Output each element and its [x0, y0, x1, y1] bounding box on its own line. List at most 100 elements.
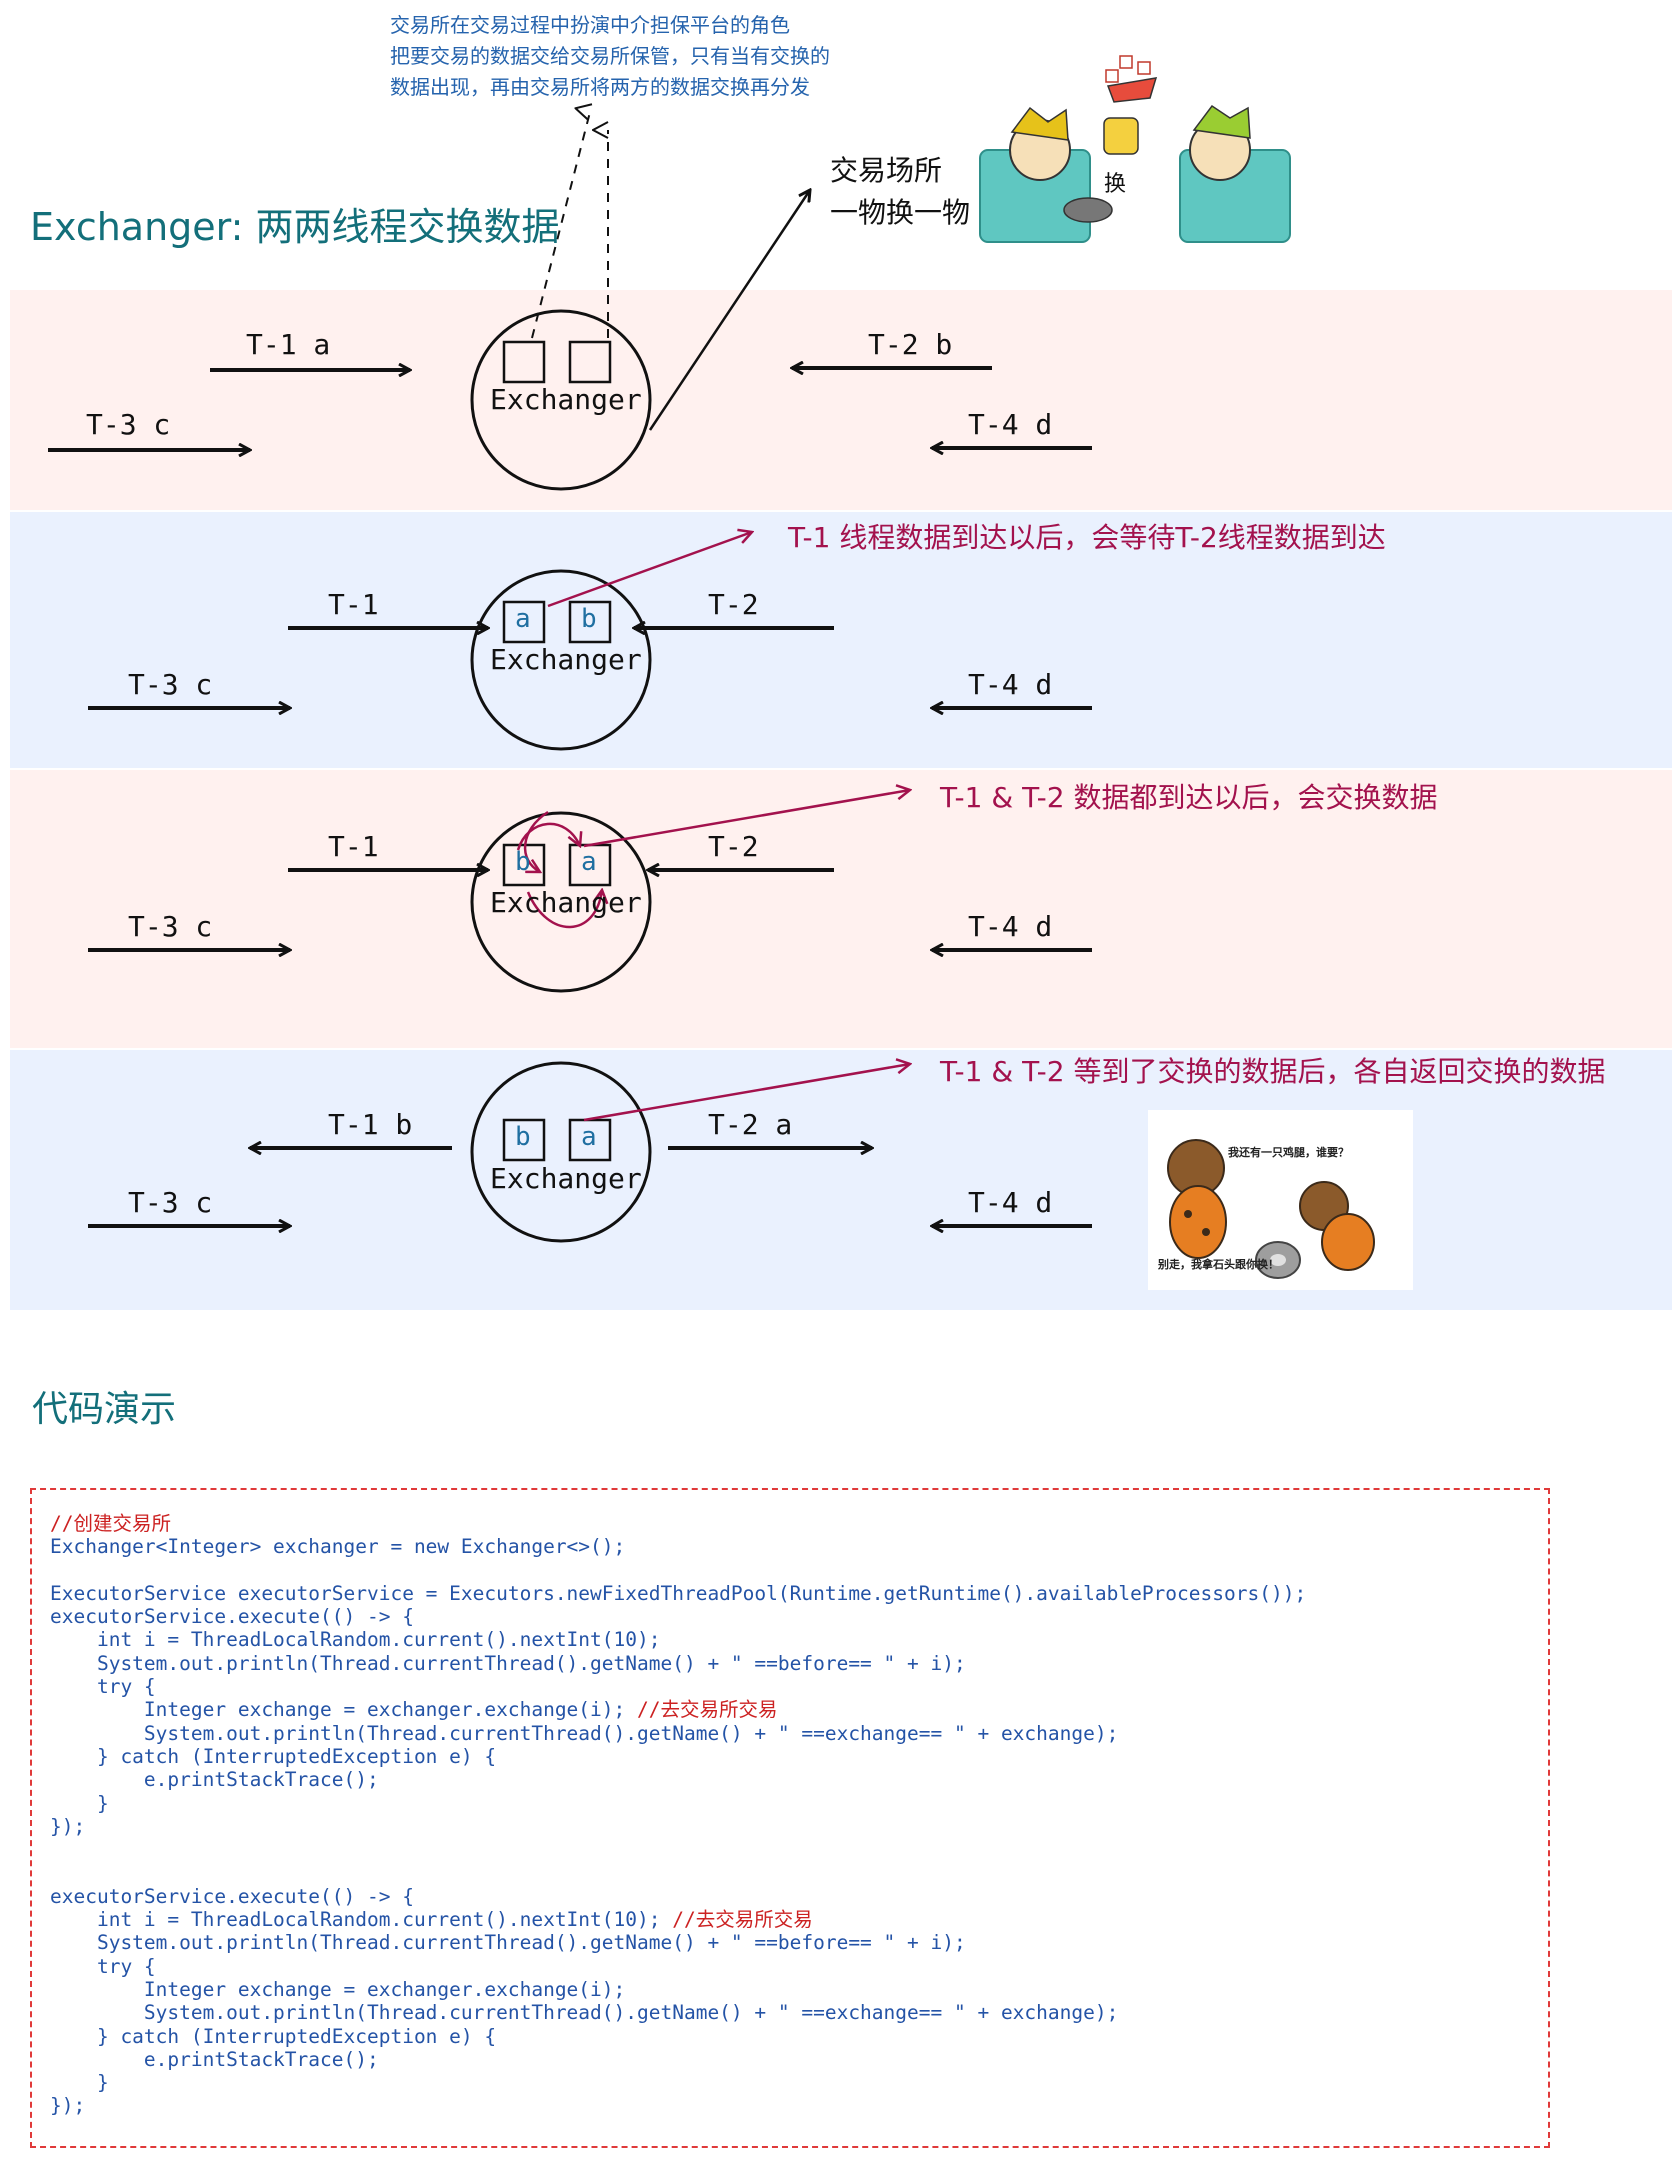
code-text: } [50, 1791, 109, 1815]
code-line: } [50, 2071, 1306, 2094]
exchanger-circle-1 [470, 309, 652, 491]
code-line [50, 1838, 1306, 1861]
page-title: Exchanger: 两两线程交换数据 [30, 205, 560, 249]
code-line [50, 1559, 1306, 1582]
market-arrow [648, 190, 810, 431]
code-comment: //去交易所交易 [672, 1908, 813, 1932]
exchanger-label-2: Exchanger [490, 643, 642, 676]
code-text: Integer exchange = exchanger.exchange(i)… [50, 1698, 637, 1722]
code-comment: //去交易所交易 [637, 1698, 778, 1722]
note-line: 交易所在交易过程中扮演中介担保平台的角色 [390, 13, 790, 37]
exchanger-circle-3 [470, 811, 652, 993]
code-text: System.out.println(Thread.currentThread(… [50, 1651, 966, 1675]
code-line: System.out.println(Thread.currentThread(… [50, 2001, 1306, 2024]
code-line: int i = ThreadLocalRandom.current().next… [50, 1908, 1306, 1931]
code-text: ExecutorService executorService = Execut… [50, 1581, 1307, 1605]
annotation-arrow-p2 [547, 532, 752, 608]
code-line: executorService.execute(() -> { [50, 1885, 1306, 1908]
slot-left-1 [502, 340, 546, 384]
code-box [30, 1488, 1550, 2148]
code-text: e.printStackTrace(); [50, 1768, 379, 1792]
panel-2-background [10, 512, 1672, 768]
code-text: }); [50, 2094, 86, 2118]
swap-arrow-bottom [526, 890, 602, 929]
panel-1-background [10, 290, 1672, 510]
code-line: System.out.println(Thread.currentThread(… [50, 1722, 1306, 1745]
code-line: } catch (InterruptedException e) { [50, 2025, 1306, 2048]
code-line: } catch (InterruptedException e) { [50, 1745, 1306, 1768]
code-text: e.printStackTrace(); [50, 2047, 379, 2071]
caveman-caption-1: 我还有一只鸡腿，谁要？ [1228, 1146, 1349, 1159]
note-line: 把要交易的数据交给交易所保管，只有当有交换的 [390, 44, 830, 68]
annotation-arrow-p4 [583, 1064, 910, 1122]
thread-label-t2: T-2 b [868, 328, 953, 361]
code-line: System.out.println(Thread.currentThread(… [50, 1652, 1306, 1675]
code-line: }); [50, 2094, 1306, 2117]
thread-label-t4: T-4 d [968, 1186, 1053, 1219]
code-line: ExecutorService executorService = Execut… [50, 1582, 1306, 1605]
code-line: Integer exchange = exchanger.exchange(i)… [50, 1698, 1306, 1721]
panel-3-background [10, 770, 1672, 1048]
exchanger-diagram [48, 55, 1291, 1243]
code-line: e.printStackTrace(); [50, 1768, 1306, 1791]
slot-left-2 [502, 600, 546, 644]
thread-label-t1: T-1 [328, 588, 379, 621]
code-section-title: 代码演示 [32, 1389, 177, 1430]
code-text: } catch (InterruptedException e) { [50, 1744, 497, 1768]
thread-label-t2: T-2 [708, 830, 759, 863]
annotation-arrow-p3 [583, 790, 910, 848]
thread-label-t3: T-3 c [86, 408, 171, 441]
thread-label-t4: T-4 d [968, 910, 1053, 943]
code-text: try { [50, 1675, 156, 1699]
thread-label-t1: T-1 b [328, 1108, 413, 1141]
thread-label-t2: T-2 [708, 588, 759, 621]
note-line: 数据出现，再由交易所将两方的数据交换再分发 [390, 75, 810, 99]
market-label: 交易场所 一物换一物 [830, 150, 970, 234]
code-text: } catch (InterruptedException e) { [50, 2024, 497, 2048]
exchanger-label-4: Exchanger [490, 1162, 642, 1195]
code-line: } [50, 1792, 1306, 1815]
caveman-drawing [1167, 1139, 1375, 1279]
code-line: //创建交易所 [50, 1512, 1306, 1535]
code-text: System.out.println(Thread.currentThread(… [50, 2001, 1119, 2025]
thread-label-t3: T-3 c [128, 1186, 213, 1219]
code-text: int i = ThreadLocalRandom.current().next… [50, 1628, 661, 1652]
slot-value-left: b [515, 1122, 531, 1152]
code-text: int i = ThreadLocalRandom.current().next… [50, 1908, 673, 1932]
thread-label-t2: T-2 a [708, 1108, 793, 1141]
code-line: Integer exchange = exchanger.exchange(i)… [50, 1978, 1306, 2001]
market-illustration [979, 55, 1291, 243]
code-comment: //创建交易所 [50, 1512, 171, 1535]
code-line: System.out.println(Thread.currentThread(… [50, 1931, 1306, 1954]
slot-value-right: a [581, 847, 597, 877]
code-line: }); [50, 1815, 1306, 1838]
code-line [50, 1861, 1306, 1884]
exchanger-circle-4 [470, 1061, 652, 1243]
swap-arrow-mid [516, 822, 580, 851]
exchanger-label-3: Exchanger [490, 886, 642, 919]
code-line: executorService.execute(() -> { [50, 1605, 1306, 1628]
thread-label-t4: T-4 d [968, 668, 1053, 701]
thread-label-t4: T-4 d [968, 408, 1053, 441]
thread-label-t1: T-1 [328, 830, 379, 863]
code-text: } [50, 2071, 109, 2095]
slot-value-right: a [581, 1122, 597, 1152]
thread-label-t3: T-3 c [128, 668, 213, 701]
code-text: Integer exchange = exchanger.exchange(i)… [50, 1977, 626, 2001]
thread-label-t3: T-3 c [128, 910, 213, 943]
slot-value-right: b [581, 604, 597, 634]
code-line: Exchanger<Integer> exchanger = new Excha… [50, 1535, 1306, 1558]
annotation-text: T-1 & T-2 数据都到达以后，会交换数据 [940, 781, 1438, 814]
code-line: int i = ThreadLocalRandom.current().next… [50, 1628, 1306, 1651]
code-text: }); [50, 1814, 86, 1838]
dashed-arrow-left [531, 112, 590, 339]
code-line: try { [50, 1675, 1306, 1698]
caveman-caption-2: 别走，我拿石头跟你换！ [1158, 1258, 1279, 1271]
swap-label: 换 [1104, 172, 1127, 197]
thread-label-t1: T-1 a [246, 328, 331, 361]
market-line: 交易场所 [830, 154, 943, 187]
code-text: Exchanger<Integer> exchanger = new Excha… [50, 1535, 626, 1559]
swap-arrow-top [523, 810, 549, 872]
caveman-illustration [1148, 1110, 1413, 1290]
